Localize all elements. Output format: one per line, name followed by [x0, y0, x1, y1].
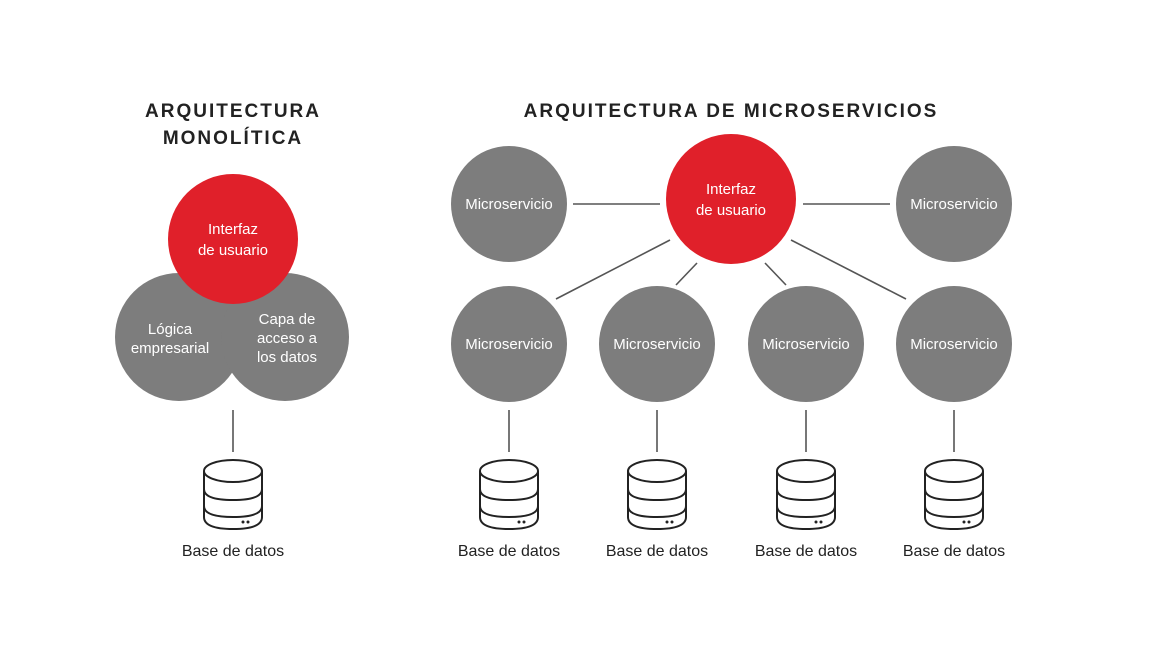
business-logic-label-line1: Lógica [148, 321, 193, 338]
micro-ui-label-line1: Interfaz [706, 181, 756, 198]
business-logic-label-line2: empresarial [131, 340, 209, 357]
micro-db-label: Base de datos [606, 543, 708, 560]
microservices-title: ARQUITECTURA DE MICROSERVICIOS [524, 101, 939, 122]
connector-ui-service3 [764, 262, 787, 286]
database-icon [924, 459, 984, 530]
microservice-top-right [896, 146, 1012, 262]
monolithic-title-line2: MONOLÍTICA [163, 127, 303, 149]
microservice-label: Microservicio [910, 336, 998, 353]
database-icon [627, 459, 687, 530]
microservice-label: Microservicio [910, 196, 998, 213]
data-access-circle [221, 273, 349, 401]
mono-db-label: Base de datos [182, 543, 284, 560]
microservice-label: Microservicio [613, 336, 701, 353]
connector-ui-service1 [555, 239, 671, 300]
micro-ui-label-line2: de usuario [696, 202, 766, 219]
microservice-label: Microservicio [465, 336, 553, 353]
micro-db-label: Base de datos [755, 543, 857, 560]
microservices-section: ARQUITECTURA DE MICROSERVICIOS Microserv… [451, 101, 1012, 560]
microservice-label: Microservicio [762, 336, 850, 353]
data-access-label-line1: Capa de [259, 311, 316, 328]
database-icon [776, 459, 836, 530]
microservice-top-left [451, 146, 567, 262]
monolithic-title-line1: ARQUITECTURA [145, 101, 321, 122]
microservice-1 [451, 286, 567, 402]
data-access-label-line2: acceso a [257, 330, 318, 347]
ui-circle-microservices [666, 134, 796, 264]
connector-ui-service4 [790, 239, 907, 300]
microservice-3 [748, 286, 864, 402]
ui-circle-monolithic [168, 174, 298, 304]
micro-db-label: Base de datos [903, 543, 1005, 560]
monolithic-section: ARQUITECTURA MONOLÍTICA Interfaz de usua… [115, 101, 349, 560]
database-icon [203, 459, 263, 530]
microservice-2 [599, 286, 715, 402]
connector-ui-service2 [675, 262, 698, 286]
business-logic-circle [115, 273, 243, 401]
mono-ui-label-line1: Interfaz [208, 221, 258, 238]
micro-db-label: Base de datos [458, 543, 560, 560]
microservice-label: Microservicio [465, 196, 553, 213]
database-icon [479, 459, 539, 530]
data-access-label-line3: los datos [257, 349, 317, 366]
mono-ui-label-line2: de usuario [198, 242, 268, 259]
microservice-4 [896, 286, 1012, 402]
